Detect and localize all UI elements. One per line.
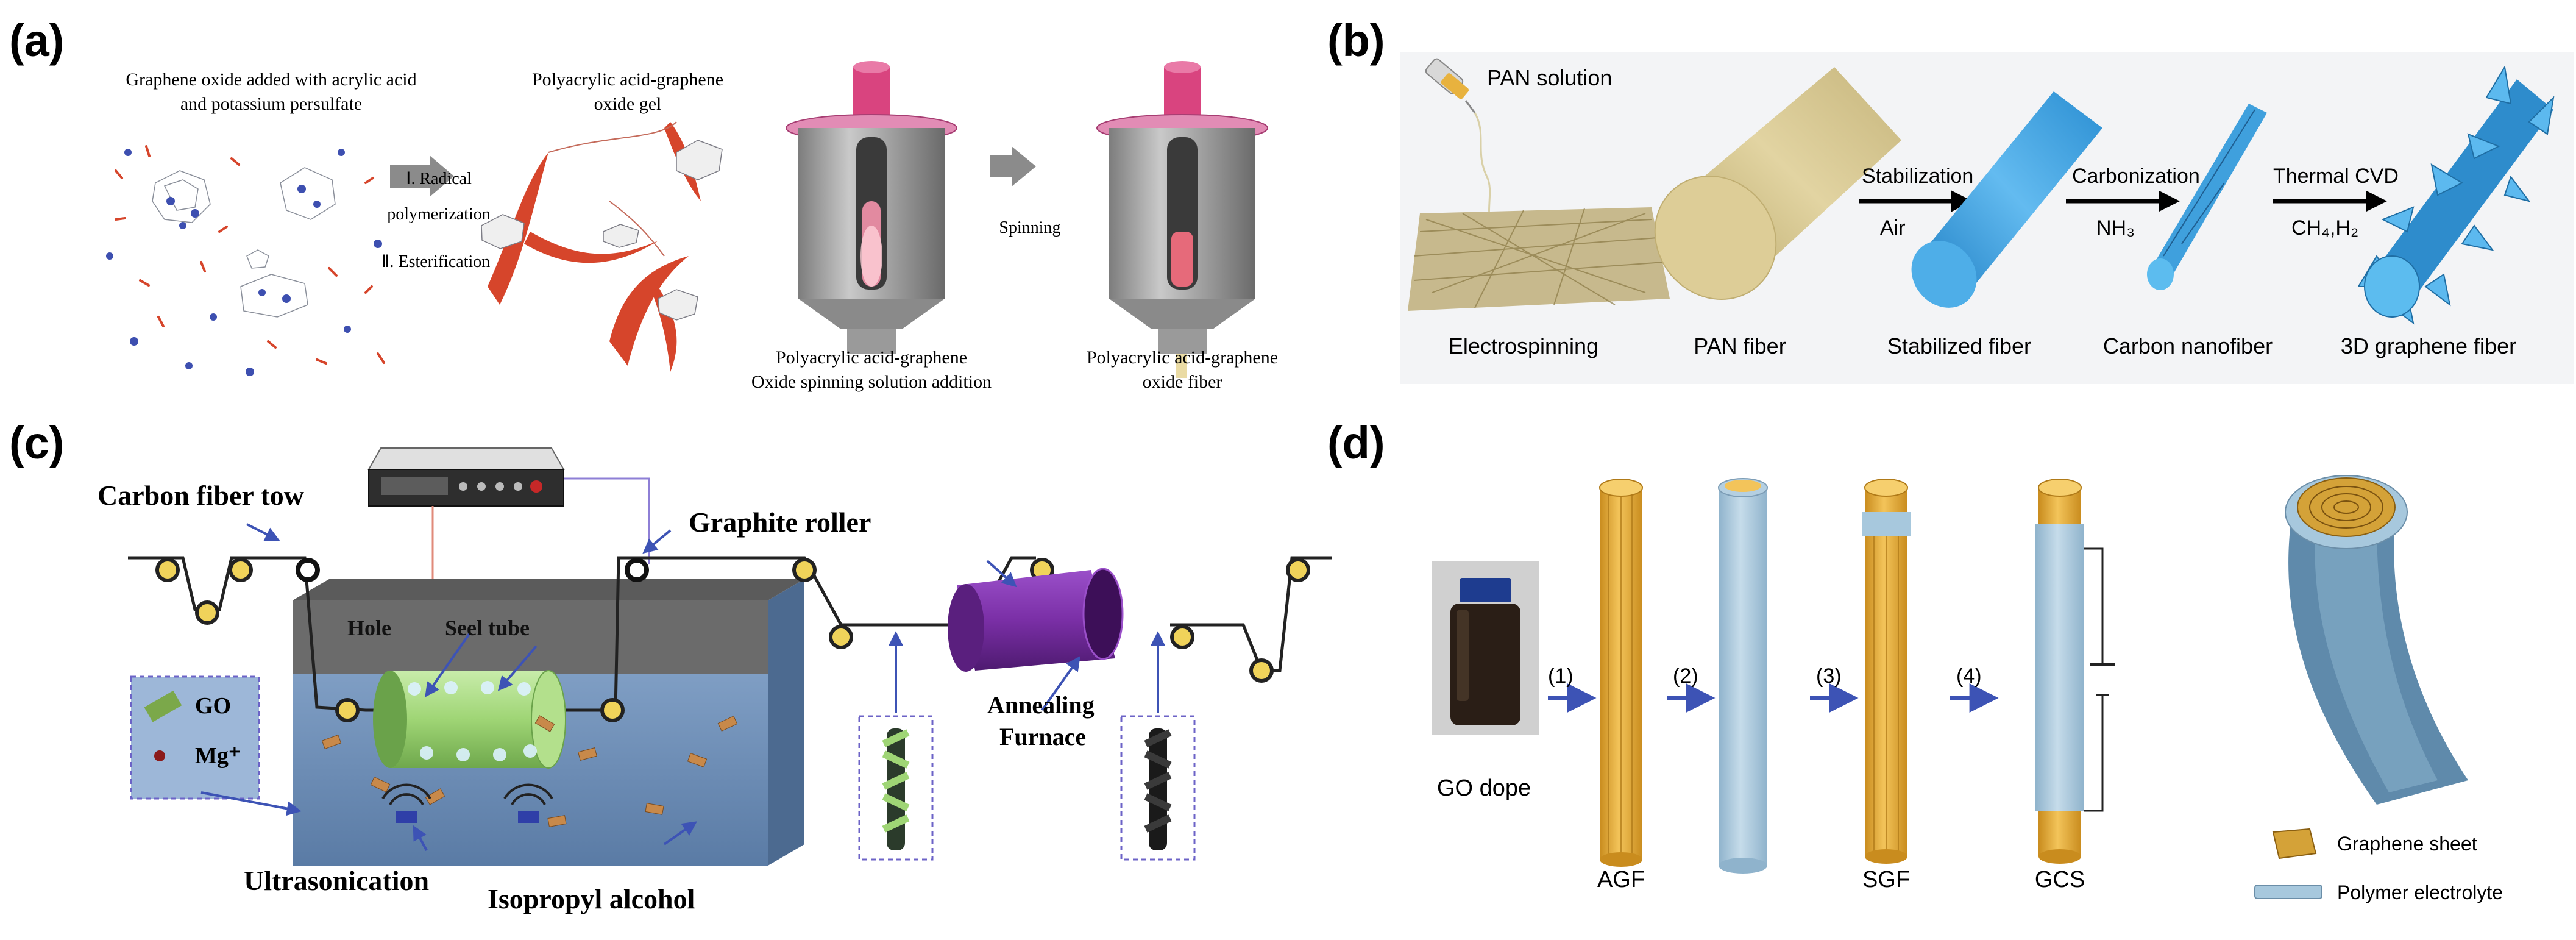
- polymer-electrolyte-legend-label: Polymer electrolyte: [2337, 881, 2503, 903]
- caption-carbon-nanofiber: Carbon nanofiber: [2103, 333, 2273, 358]
- gel-ribbons-icon: [481, 121, 723, 372]
- caption-pan-fiber: PAN fiber: [1694, 333, 1786, 358]
- sgf-label: SGF: [1862, 867, 1910, 892]
- nh3-label: NH₃: [2096, 216, 2135, 240]
- panel-a: (a) Graphene oxide added with acrylic ac…: [9, 15, 1278, 392]
- spinning-arrow-head: [1012, 146, 1036, 187]
- graphene-sheet-legend-icon: [2272, 828, 2317, 860]
- go-added-label-line2: and potassium persulfate: [180, 94, 362, 114]
- curved-gcs-fiber: [2285, 475, 2468, 805]
- hole-label: Hole: [347, 616, 391, 640]
- go-flakes-icon: [321, 715, 738, 827]
- sgf-fiber: [1862, 479, 1911, 864]
- spinning-label: Spinning: [999, 218, 1060, 237]
- panel-b: (b) PAN solution Stabilizatio: [1327, 15, 2574, 384]
- graphene-sheet-legend-label: Graphene sheet: [2337, 833, 2477, 855]
- seel-tube-label: Seel tube: [445, 616, 530, 640]
- radical-step-line1: Ⅰ. Radical: [406, 169, 472, 188]
- panel-a-letter: (a): [9, 15, 64, 66]
- solution-addition-line1: Polyacrylic acid-graphene: [776, 347, 967, 368]
- coated-fiber: [1718, 478, 1768, 874]
- annealing-label-line1: Annealing: [987, 691, 1095, 719]
- go-dope-photo: [1432, 561, 1539, 735]
- electrospun-mat: [1408, 207, 1670, 311]
- tank: [293, 579, 804, 866]
- esterification-step: Ⅱ. Esterification: [381, 252, 491, 271]
- agf-fiber: [1599, 479, 1643, 867]
- step-3-label: (3): [1816, 664, 1842, 688]
- go-dispersion-icon: [106, 145, 385, 376]
- solution-addition-line2: Oxide spinning solution addition: [751, 372, 992, 392]
- air-label: Air: [1880, 216, 1906, 240]
- spinning-arrow-body: [990, 155, 1015, 177]
- panel-b-letter: (b): [1327, 15, 1385, 66]
- black-fiber-icon: [1144, 728, 1172, 850]
- annealing-label-line2: Furnace: [999, 723, 1086, 750]
- go-added-label-line1: Graphene oxide added with acrylic acid: [126, 69, 416, 90]
- go-legend-label: GO: [195, 693, 231, 719]
- step-4-label: (4): [1956, 664, 1982, 688]
- radical-step-line2: polymerization: [387, 205, 491, 224]
- go-legend-icon: [144, 690, 182, 722]
- carbon-fiber-tow-label: Carbon fiber tow: [98, 480, 304, 511]
- carbonization-label: Carbonization: [2072, 165, 2200, 188]
- thermal-cvd-label: Thermal CVD: [2273, 165, 2399, 188]
- spinning-apparatus-1: [786, 61, 957, 354]
- step-arrow-body: [390, 165, 433, 188]
- agf-label: AGF: [1597, 867, 1645, 892]
- fiber-label-line2: oxide fiber: [1143, 372, 1222, 392]
- panel-d: (d) GO dope (1) (2) (3) (4): [1327, 418, 2503, 903]
- annealing-furnace: [948, 568, 1124, 672]
- ultrasonic-transducer-icon: [381, 783, 553, 823]
- isopropyl-alcohol-label: Isopropyl alcohol: [488, 883, 695, 914]
- step-arrow-head: [430, 155, 454, 197]
- gel-label-line1: Polyacrylic acid-graphene: [532, 69, 723, 90]
- caption-stabilized-fiber: Stabilized fiber: [1887, 333, 2031, 358]
- polymer-electrolyte-legend-icon: [2254, 885, 2322, 899]
- panel-c-letter: (c): [9, 418, 64, 468]
- go-dope-label: GO dope: [1437, 775, 1531, 801]
- fiber-path: [128, 556, 1332, 722]
- seel-tube: [373, 670, 566, 769]
- caption-electrospinning: Electrospinning: [1449, 333, 1598, 358]
- spinning-apparatus-2: [1096, 61, 1268, 378]
- fiber-label-line1: Polyacrylic acid-graphene: [1087, 347, 1278, 368]
- caption-3d-graphene-fiber: 3D graphene fiber: [2341, 333, 2516, 358]
- power-supply-icon: [367, 447, 565, 507]
- stabilization-label: Stabilization: [1862, 165, 1973, 188]
- panel-c: (c): [9, 418, 1332, 914]
- pan-fiber: [1654, 67, 1901, 300]
- green-fiber-icon: [882, 728, 910, 850]
- pointer-arrows: [200, 523, 1165, 851]
- mg-legend-icon: [154, 750, 165, 761]
- gel-label-line2: oxide gel: [594, 94, 662, 114]
- ch4h2-label: CH₄,H₂: [2291, 216, 2358, 240]
- gcs-fiber: [2035, 479, 2115, 864]
- graphite-roller-label: Graphite roller: [689, 507, 871, 538]
- step-2-label: (2): [1673, 664, 1698, 688]
- pan-solution-label: PAN solution: [1487, 65, 1612, 90]
- stabilized-fiber: [1911, 91, 2102, 308]
- carbon-nanofiber: [2147, 104, 2267, 290]
- mg-legend-label: Mg⁺: [195, 743, 241, 769]
- legend-box: [130, 675, 260, 800]
- gcs-label: GCS: [2035, 867, 2085, 892]
- syringe-icon: [1425, 58, 1491, 220]
- ultrasonication-label: Ultrasonication: [244, 865, 429, 896]
- panel-d-letter: (d): [1327, 418, 1385, 468]
- graphene-fiber-3d: [2357, 65, 2555, 325]
- step-1-label: (1): [1548, 664, 1574, 688]
